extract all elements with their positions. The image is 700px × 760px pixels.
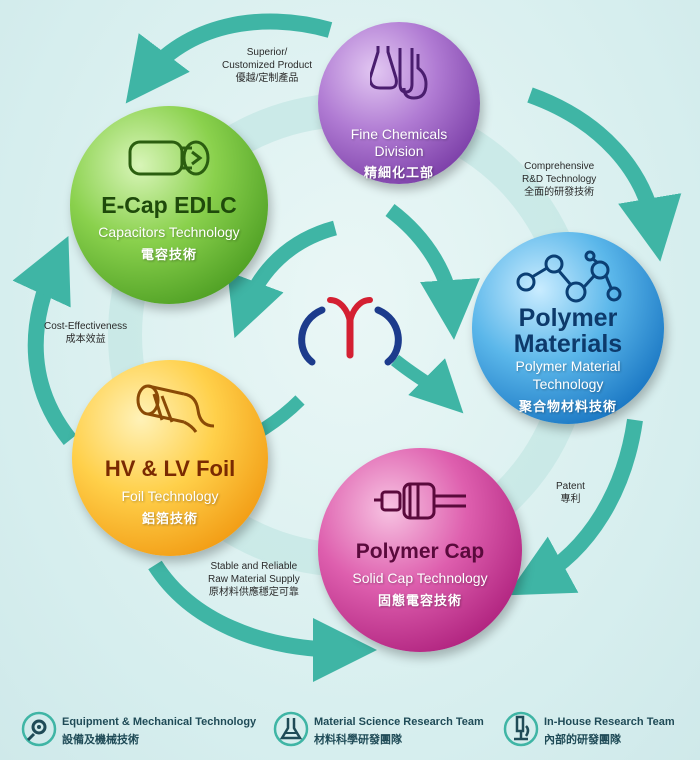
polymer-cap-sub: Solid Cap Technology: [352, 570, 488, 586]
node-ecap-edlc: E-Cap EDLC Capacitors Technology 電容技術: [70, 106, 268, 304]
node-foil: HV & LV Foil Foil Technology 鋁箔技術: [72, 360, 268, 556]
arrow-top: [125, 13, 333, 104]
node-polymer-cap: Polymer Cap Solid Cap Technology 固態電容技術: [318, 448, 522, 652]
fine-chemicals-zh: 精細化工部: [363, 165, 434, 180]
annotation-comprehensive: Comprehensive R&D Technology 全面的研發技術: [522, 160, 596, 199]
footer-equipment-zh: 設備及機械技術: [62, 734, 139, 746]
annotation-superior-line1: Superior/: [246, 47, 288, 58]
foil-zh: 鋁箔技術: [141, 511, 198, 526]
polymer-cap-title: Polymer Cap: [355, 540, 485, 563]
annotation-comprehensive-zh: 全面的研發技術: [524, 187, 595, 198]
annotation-comprehensive-line2: R&D Technology: [522, 174, 597, 185]
node-polymer-materials: Polymer Materials Polymer Material Techn…: [472, 232, 664, 424]
inner-arrow-3: [390, 354, 464, 414]
annotation-stable-line1: Stable and Reliable: [210, 561, 298, 572]
annotation-stable-line2: Raw Material Supply: [208, 574, 300, 585]
polymer-materials-sub-line1: Polymer Material: [515, 358, 621, 374]
annotation-patent-line1: Patent: [556, 481, 585, 492]
microscope-icon: [503, 711, 539, 747]
annotation-cost-zh: 成本效益: [65, 334, 106, 345]
footer-material-science-zh: 材料科學研發團隊: [314, 734, 402, 746]
polymer-materials-title-line2: Materials: [513, 330, 623, 358]
battery-icon: [128, 140, 210, 176]
chemistry-icon: [273, 711, 309, 747]
flask-icon: [370, 46, 428, 100]
footer-in-house-zh: 內部的研發團隊: [544, 734, 621, 746]
node-fine-chemicals: Fine Chemicals Division 精細化工部: [318, 22, 480, 184]
annotation-superior: Superior/ Customized Product 優越/定制產品: [222, 46, 312, 85]
company-logo: [298, 297, 402, 366]
footer-material-science-en: Material Science Research Team: [314, 716, 484, 728]
annotation-superior-zh: 優越/定制產品: [235, 73, 299, 84]
footer-in-house-en: In-House Research Team: [544, 716, 675, 728]
annotation-superior-line2: Customized Product: [222, 60, 313, 71]
foil-sub: Foil Technology: [121, 488, 219, 504]
annotation-stable-zh: 原材料供應穩定可靠: [208, 587, 299, 598]
inner-arrow-1: [227, 220, 338, 339]
polymer-materials-zh: 聚合物材料技術: [518, 399, 617, 414]
capacitor-icon: [374, 482, 466, 520]
annotation-patent-zh: 專利: [560, 494, 581, 505]
fine-chemicals-line2: Division: [374, 143, 424, 159]
arrow-left: [12, 235, 77, 445]
foil-roll-icon: [136, 384, 215, 433]
arrow-right-top: [527, 87, 682, 262]
fine-chemicals-line1: Fine Chemicals: [350, 126, 448, 142]
foil-title: HV & LV Foil: [104, 456, 236, 481]
ecap-sub: Capacitors Technology: [98, 224, 240, 240]
ecap-zh: 電容技術: [140, 247, 197, 262]
annotation-comprehensive-line1: Comprehensive: [524, 161, 595, 172]
gear-wrench-icon: [21, 711, 57, 747]
ecap-title: E-Cap EDLC: [101, 192, 237, 218]
molecule-icon: [516, 250, 622, 303]
annotation-stable: Stable and Reliable Raw Material Supply …: [208, 560, 300, 599]
annotation-patent: Patent 專利: [556, 480, 585, 506]
inner-arrow-2: [385, 204, 480, 340]
polymer-materials-title-line1: Polymer: [518, 304, 618, 332]
annotation-cost-line1: Cost-Effectiveness: [44, 321, 128, 332]
polymer-cap-zh: 固態電容技術: [377, 593, 462, 608]
arrow-right-bottom: [506, 418, 643, 596]
annotation-cost: Cost-Effectiveness 成本效益: [44, 320, 127, 346]
arrow-bottom: [148, 560, 377, 682]
footer-equipment-en: Equipment & Mechanical Technology: [62, 716, 257, 728]
polymer-materials-sub-line2: Technology: [532, 376, 604, 392]
footer: Equipment & Mechanical Technology 設備及機械技…: [0, 700, 700, 760]
